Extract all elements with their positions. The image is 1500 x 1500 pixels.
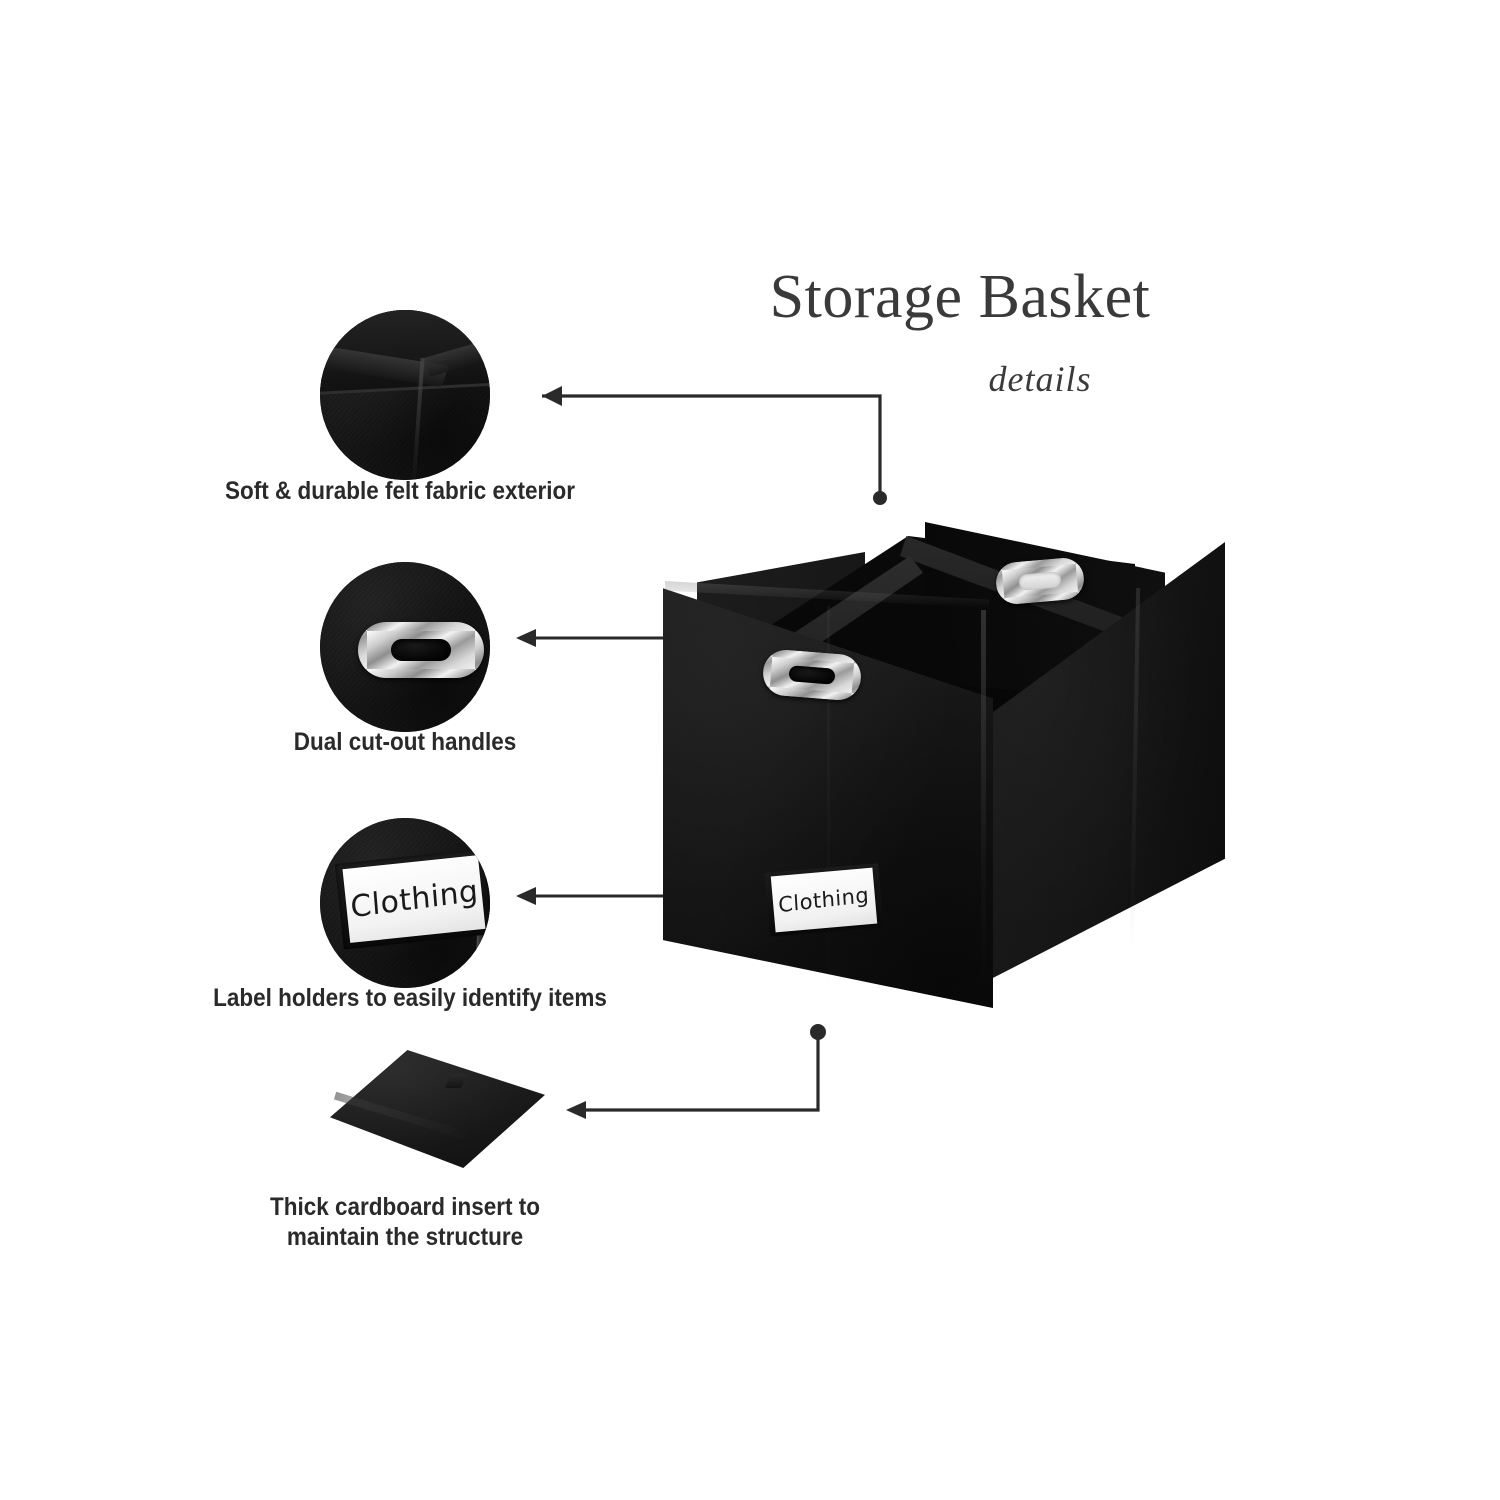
basket-corner-seam — [981, 610, 986, 990]
handle-opening-front — [788, 664, 836, 686]
connector-felt-exterior — [520, 378, 900, 518]
handle-opening — [390, 639, 452, 661]
chrome-grommet-front-icon — [761, 648, 863, 702]
feature-caption-label-holders: Label holders to easily identify items — [213, 984, 607, 1012]
feature-caption-cardboard-insert: Thick cardboard insert to maintain the s… — [269, 1193, 541, 1251]
cardboard-panel — [330, 1050, 545, 1168]
feature-caption-felt-exterior: Soft & durable felt fabric exterior — [224, 477, 576, 505]
label-holder: Clothing — [334, 848, 490, 950]
basket-label-card: Clothing — [770, 867, 878, 933]
product-image-storage-basket: Clothing — [655, 500, 1225, 1010]
label-card: Clothing — [342, 855, 486, 943]
chrome-grommet-icon — [358, 622, 484, 678]
feature-caption-cut-out-handles: Dual cut-out handles — [293, 728, 517, 756]
page-subtitle: details — [988, 359, 1092, 399]
connector-cardboard-insert — [550, 1018, 850, 1138]
feature-thumbnail-cardboard-insert — [330, 1050, 560, 1180]
basket-label-text: Clothing — [777, 882, 871, 918]
basket-label-holder: Clothing — [764, 863, 884, 937]
page-title: Storage Basket — [769, 263, 1151, 331]
handle-opening-back — [1018, 571, 1062, 591]
feature-thumbnail-label-holders: Clothing — [320, 818, 490, 988]
feature-thumbnail-cut-out-handles — [320, 562, 490, 732]
label-card-text: Clothing — [348, 873, 480, 925]
basket-fold-crease-2 — [827, 606, 830, 986]
feature-thumbnail-felt-exterior — [320, 310, 490, 480]
